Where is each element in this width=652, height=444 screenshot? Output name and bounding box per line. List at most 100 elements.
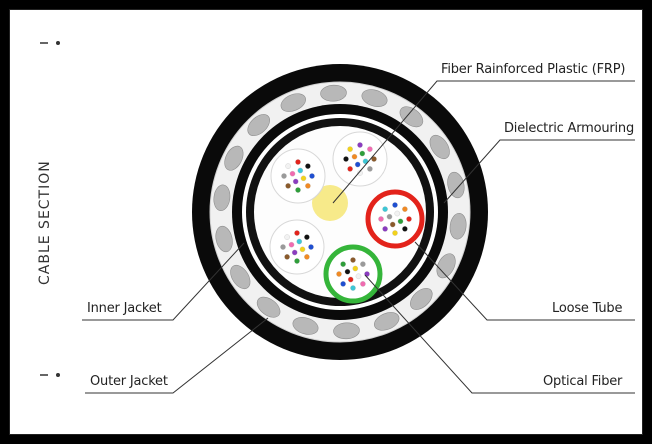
- optical-fiber: [299, 246, 306, 253]
- armour-rod: [247, 114, 270, 137]
- dielectric-armouring-leader-line: [443, 139, 635, 204]
- optical-fiber: [304, 254, 310, 260]
- optical-fiber: [300, 175, 307, 182]
- inner-jacket-leader-line: [82, 242, 245, 321]
- armour-rod: [410, 287, 433, 310]
- optical-fiber: [336, 271, 342, 277]
- armour-rod: [256, 296, 281, 318]
- optical-fiber: [296, 238, 303, 245]
- frp-label: Fiber Rainforced Plastic (FRP): [441, 62, 626, 77]
- optical-fiber: [382, 206, 388, 212]
- optical-fiber: [360, 281, 366, 287]
- diagram-frame: CABLE SECTION Fiber Rainforced Plastic (…: [9, 9, 643, 435]
- armour-rod: [280, 93, 306, 112]
- armour-rod: [224, 145, 244, 171]
- optical-fiber: [343, 156, 349, 162]
- frp-core: [312, 185, 348, 221]
- dielectric-armouring-label: Dielectric Armouring: [504, 121, 635, 136]
- optical-fiber: [285, 163, 291, 169]
- optical-fiber: [340, 261, 346, 267]
- bottom-left-marker: [40, 373, 60, 377]
- optical-fiber: [392, 230, 398, 236]
- optical-fiber: [378, 216, 384, 222]
- loose-tube: [270, 148, 326, 204]
- optical-fiber: [292, 178, 299, 185]
- top-left-marker: [40, 41, 60, 45]
- optical-fiber: [309, 173, 315, 179]
- loose-tube-label: Loose Tube: [552, 301, 623, 316]
- loose-tube-leader-line: [414, 241, 635, 321]
- cable-cross-section-diagram: [40, 41, 635, 394]
- optical-fiber: [344, 268, 351, 275]
- optical-fiber: [295, 159, 301, 165]
- optical-fiber: [397, 218, 404, 225]
- optical-fiber: [402, 226, 408, 232]
- armour-rod: [449, 212, 467, 240]
- optical-fiber: [284, 254, 290, 260]
- optical-fiber: [295, 187, 301, 193]
- optical-fiber: [355, 273, 362, 280]
- optical-fiber: [360, 261, 366, 267]
- optical-fiber: [382, 226, 388, 232]
- optical-fiber: [350, 257, 356, 263]
- optical-fiber: [367, 146, 373, 152]
- optical-fiber: [347, 166, 353, 172]
- optical-fiber-label: Optical Fiber: [543, 374, 623, 389]
- frp-leader-line: [332, 80, 635, 204]
- optical-fiber: [294, 230, 300, 236]
- optical-fiber: [357, 170, 363, 176]
- inner-jacket-label: Inner Jacket: [87, 301, 162, 316]
- optical-fiber: [284, 234, 290, 240]
- armour-rod: [215, 225, 233, 253]
- optical-fiber: [394, 210, 401, 217]
- optical-fiber: [347, 146, 353, 152]
- optical-fiber: [289, 170, 296, 177]
- optical-fiber: [392, 202, 398, 208]
- armour-rod: [429, 134, 450, 160]
- highlighted-optical-fiber-tube: [323, 244, 383, 304]
- optical-fiber: [340, 281, 346, 287]
- armour-rod: [320, 84, 347, 102]
- outer-jacket-leader-line: [85, 317, 269, 394]
- armour-rod: [447, 171, 465, 199]
- outer-jacket-label: Outer Jacket: [90, 374, 168, 389]
- optical-fiber-leader-line: [364, 274, 635, 394]
- armour-rod: [213, 184, 231, 212]
- optical-fiber: [359, 150, 366, 157]
- highlighted-loose-tube: [365, 189, 425, 249]
- optical-fiber: [347, 276, 354, 283]
- leader-lines: [82, 80, 635, 394]
- armour-rod: [361, 89, 388, 107]
- armour-rod: [333, 322, 360, 340]
- optical-fiber: [281, 173, 287, 179]
- optical-fiber: [386, 213, 393, 220]
- optical-fiber: [304, 234, 310, 240]
- optical-fiber: [402, 206, 408, 212]
- optical-fiber: [351, 153, 358, 160]
- optical-fiber: [389, 221, 396, 228]
- loose-tube: [332, 131, 388, 187]
- optical-fiber: [308, 244, 314, 250]
- optical-fiber: [352, 265, 359, 272]
- optical-fiber: [357, 142, 363, 148]
- optical-fiber: [291, 249, 298, 256]
- cable-section-title: CABLE SECTION: [37, 160, 53, 285]
- armour-rod: [374, 312, 400, 331]
- loose-tubes: [269, 131, 425, 304]
- optical-fiber: [297, 167, 304, 174]
- optical-fiber: [367, 166, 373, 172]
- optical-fiber: [294, 258, 300, 264]
- armour-rod: [230, 264, 251, 290]
- optical-fiber: [371, 156, 377, 162]
- armour-rods: [213, 84, 467, 340]
- armour-rod: [292, 317, 319, 335]
- armour-rod: [399, 106, 424, 128]
- optical-fiber: [354, 161, 361, 168]
- optical-fiber: [305, 183, 311, 189]
- optical-fiber: [406, 216, 412, 222]
- armour-rod: [436, 253, 456, 279]
- loose-tube: [269, 219, 325, 275]
- optical-fiber: [350, 285, 356, 291]
- optical-fiber: [305, 163, 311, 169]
- optical-fiber: [288, 241, 295, 248]
